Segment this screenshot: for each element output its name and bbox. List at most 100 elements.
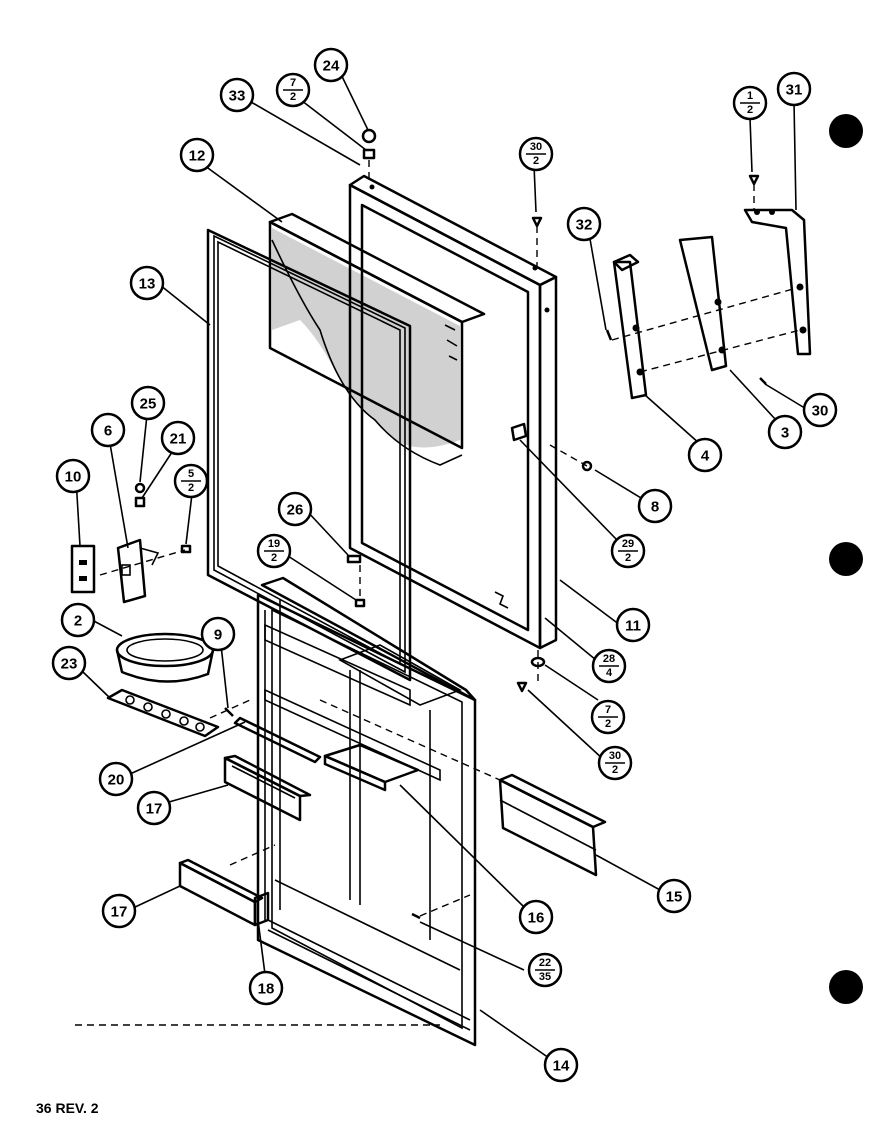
callout-circle <box>129 265 165 301</box>
callout-number: 8 <box>651 499 659 516</box>
callout-number: 9 <box>214 627 222 644</box>
egg-tray <box>106 688 220 738</box>
callout-number: 20 <box>108 772 125 789</box>
callout-circle <box>101 893 137 929</box>
door-outer-frame <box>348 174 558 650</box>
callout-number: 13 <box>139 276 156 293</box>
callout-number: 7 <box>290 77 296 89</box>
callout-number: 33 <box>229 88 246 105</box>
callout-number: 19 <box>268 538 280 550</box>
callout-number: 26 <box>287 502 304 519</box>
callout-quantity: 2 <box>271 552 277 564</box>
callout-number: 12 <box>189 148 206 165</box>
hinge-bracket-4 <box>612 253 648 400</box>
callout-circle <box>200 616 236 652</box>
callout-c29: 292 <box>610 533 646 569</box>
callout-number: 7 <box>605 704 611 716</box>
callout-number: 17 <box>146 801 163 818</box>
callout-labels: 1223452672728910111213141516171718192202… <box>51 47 838 1083</box>
callout-quantity: 4 <box>606 667 613 679</box>
dairy-door <box>323 743 420 792</box>
callout-number: 24 <box>323 58 340 75</box>
callout-c30a: 30 <box>802 392 838 428</box>
callout-number: 17 <box>111 904 128 921</box>
callout-circle <box>637 488 673 524</box>
callout-number: 4 <box>701 448 710 465</box>
callout-number: 22 <box>539 957 551 969</box>
callout-number: 6 <box>104 423 112 440</box>
callout-c28: 284 <box>591 648 627 684</box>
callout-c8: 8 <box>637 488 673 524</box>
callout-number: 28 <box>603 653 615 665</box>
callout-c15: 15 <box>656 878 692 914</box>
callout-circle <box>136 790 172 826</box>
assembly-lines <box>75 160 801 1026</box>
callout-circle <box>566 206 602 242</box>
callout-circle <box>687 437 723 473</box>
registration-dot-top <box>829 114 863 148</box>
callout-c1: 12 <box>732 85 768 121</box>
callout-c7b: 72 <box>590 699 626 735</box>
callout-c9: 9 <box>200 616 236 652</box>
callout-c23: 23 <box>51 645 87 681</box>
callout-circle <box>60 602 96 638</box>
shelf-front-upper <box>223 754 312 822</box>
callout-quantity: 2 <box>290 91 296 103</box>
callout-number: 31 <box>786 82 803 99</box>
callout-number: 16 <box>528 910 545 927</box>
callout-number: 21 <box>170 431 187 448</box>
callout-circle <box>179 137 215 173</box>
callout-circle <box>130 385 166 421</box>
callout-circle <box>160 420 196 456</box>
callout-c19: 192 <box>256 533 292 569</box>
callout-c3: 3 <box>767 414 803 450</box>
callout-c30b: 302 <box>518 136 554 172</box>
registration-dot-bottom <box>829 970 863 1004</box>
callout-circle <box>767 414 803 450</box>
footer-label: 36 REV. 2 <box>36 1100 99 1116</box>
callout-number: 25 <box>140 396 157 413</box>
butter-dish <box>115 632 215 683</box>
callout-quantity: 2 <box>188 482 194 494</box>
callout-number: 23 <box>61 656 78 673</box>
callout-c4: 4 <box>687 437 723 473</box>
callout-quantity: 2 <box>605 718 611 730</box>
shelf-front-lower <box>178 858 264 927</box>
callout-number: 30 <box>530 141 542 153</box>
callout-circle <box>543 1047 579 1083</box>
callout-quantity: 2 <box>533 155 539 167</box>
callout-c6: 6 <box>90 412 126 448</box>
callout-circle <box>90 412 126 448</box>
callout-number: 18 <box>258 981 275 998</box>
callout-circle <box>802 392 838 428</box>
callout-c24: 24 <box>313 47 349 83</box>
callout-circle <box>277 491 313 527</box>
hinge-bracket-31 <box>743 208 812 356</box>
callout-c16: 16 <box>518 899 554 935</box>
callout-c20: 20 <box>98 761 134 797</box>
callout-quantity: 2 <box>625 552 631 564</box>
callout-c17b: 17 <box>101 893 137 929</box>
callout-number: 29 <box>622 538 634 550</box>
callout-c11: 11 <box>615 607 651 643</box>
callout-c12: 12 <box>179 137 215 173</box>
callout-circle <box>51 645 87 681</box>
callout-number: 1 <box>747 90 753 102</box>
callout-number: 10 <box>65 469 82 486</box>
callout-circle <box>55 458 91 494</box>
callout-c25: 25 <box>130 385 166 421</box>
leader-lines <box>75 63 809 1059</box>
retainer-bar <box>233 716 322 764</box>
callout-c5: 52 <box>173 463 209 499</box>
callout-c33: 33 <box>219 77 255 113</box>
hinge-cover <box>116 538 160 604</box>
callout-circle <box>248 970 284 1006</box>
callout-c10: 10 <box>55 458 91 494</box>
callout-number: 30 <box>609 750 621 762</box>
callout-c30c: 302 <box>597 745 633 781</box>
callout-number: 3 <box>781 425 789 442</box>
callout-number: 15 <box>666 889 683 906</box>
callout-circle <box>776 71 812 107</box>
shelf-end <box>253 891 270 927</box>
